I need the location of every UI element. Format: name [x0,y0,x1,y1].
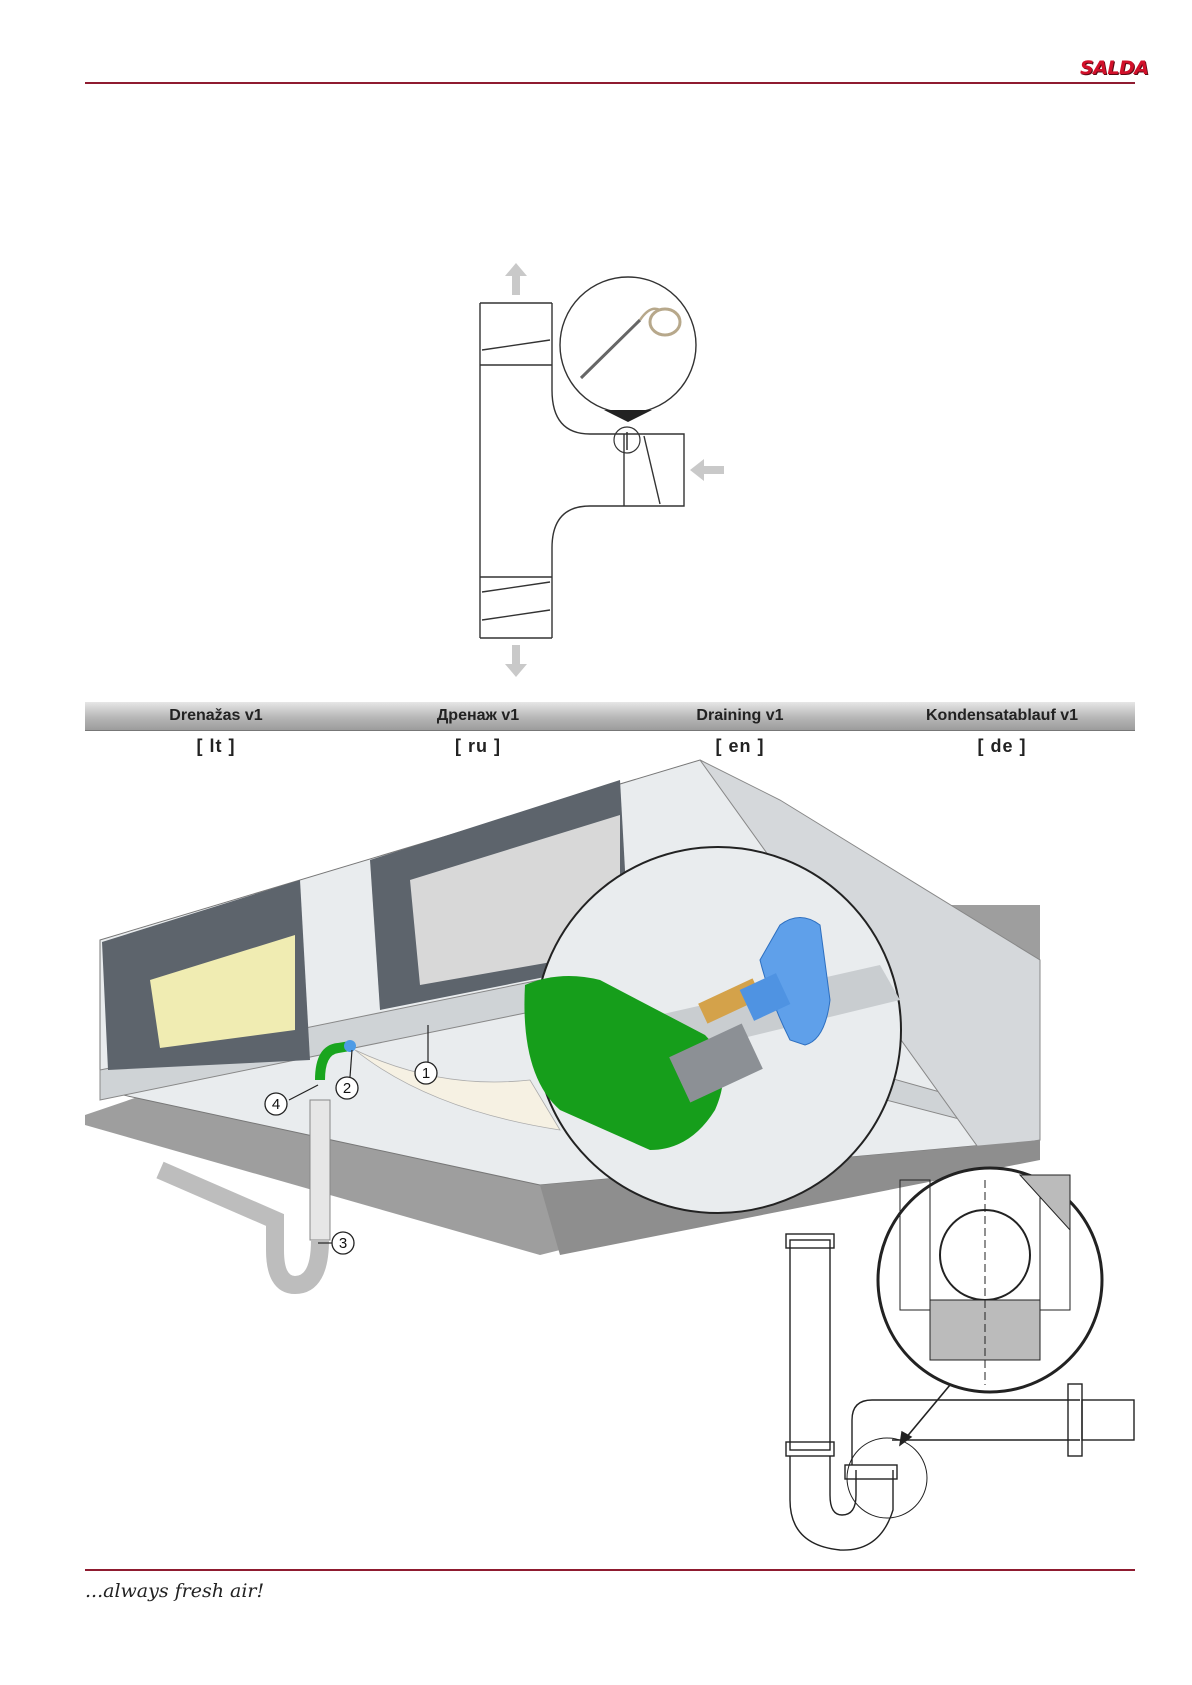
footer-slogan: ...always fresh air! [85,1580,264,1602]
footer-rule [85,1569,1135,1571]
airflow-arrow-down [505,645,527,677]
callout-1-label: 1 [422,1065,430,1082]
siphon-detail-circle [878,1168,1102,1392]
callout-4-label: 4 [272,1096,280,1113]
callout-2-label: 2 [343,1080,351,1097]
title-lt: Drenažas v1 [85,702,347,730]
airflow-arrow-up [505,263,527,295]
code-lt: [ lt ] [85,736,347,757]
callout-3-label: 3 [339,1235,347,1252]
sensor-detail-circle [560,277,696,453]
title-de: Kondensatablauf v1 [871,702,1133,730]
code-de: [ de ] [871,736,1133,757]
code-en: [ en ] [609,736,871,757]
airflow-arrow-in [690,459,724,481]
language-bar: Drenažas v1 Дренаж v1 Draining v1 Konden… [85,702,1135,731]
title-en: Draining v1 [609,702,871,730]
code-ru: [ ru ] [347,736,609,757]
title-ru: Дренаж v1 [347,702,609,730]
